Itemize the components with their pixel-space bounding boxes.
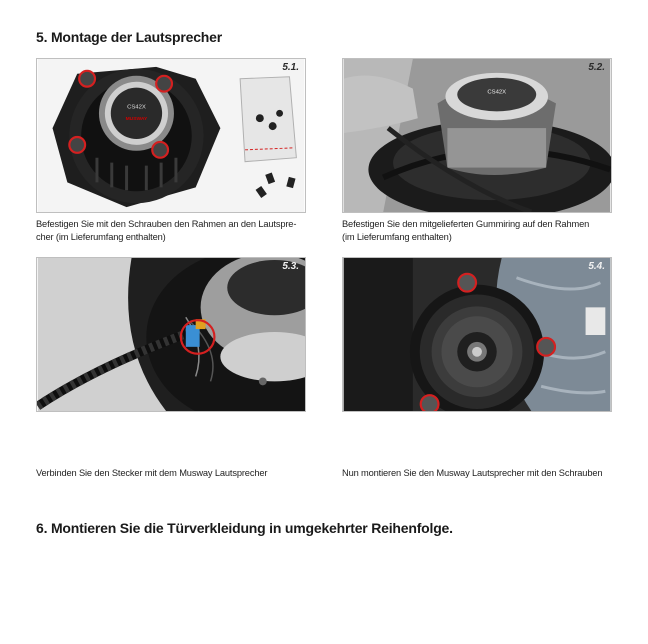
speaker-brand-label: MUSWAY: [126, 116, 148, 122]
speaker-model-label: CS42X: [487, 90, 506, 96]
step-number: 5.1.: [282, 62, 299, 73]
section-5-heading: 5. Montage der Lautsprecher: [36, 29, 222, 45]
caption-step-5-4: Nun montieren Sie den Musway Lautspreche…: [342, 468, 603, 478]
photo-step-5-2: CS42X 5.2.: [342, 58, 612, 213]
caption-step-5-2: Befestigen Sie den mitgelieferten Gummir…: [342, 219, 590, 242]
photo-step-5-1: CS42X MUSWAY 5.1.: [36, 58, 306, 213]
photo-step-5-3: 5.3.: [36, 257, 306, 412]
step-number: 5.3.: [282, 261, 299, 272]
step-number: 5.4.: [588, 261, 605, 272]
screw-highlight-circles: [68, 69, 174, 159]
caption-step-5-1: Befestigen Sie mit den Schrauben den Rah…: [36, 219, 297, 242]
section-6-heading: 6. Montieren Sie die Türverkleidung in u…: [36, 520, 453, 536]
caption-step-5-3: Verbinden Sie den Stecker mit dem Musway…: [36, 468, 268, 478]
screw-highlight-circles: [419, 272, 557, 411]
photo-step-5-4: 5.4.: [342, 257, 612, 412]
connector-highlight-circle: [179, 319, 216, 355]
step-number: 5.2.: [588, 62, 605, 73]
rubber-ring-photo: CS42X: [343, 59, 611, 212]
speaker-frame-photo: CS42X MUSWAY: [37, 59, 305, 212]
mounted-speaker-photo: [343, 258, 611, 411]
speaker-model-label: CS42X: [127, 104, 146, 110]
connector-photo: [37, 258, 305, 411]
